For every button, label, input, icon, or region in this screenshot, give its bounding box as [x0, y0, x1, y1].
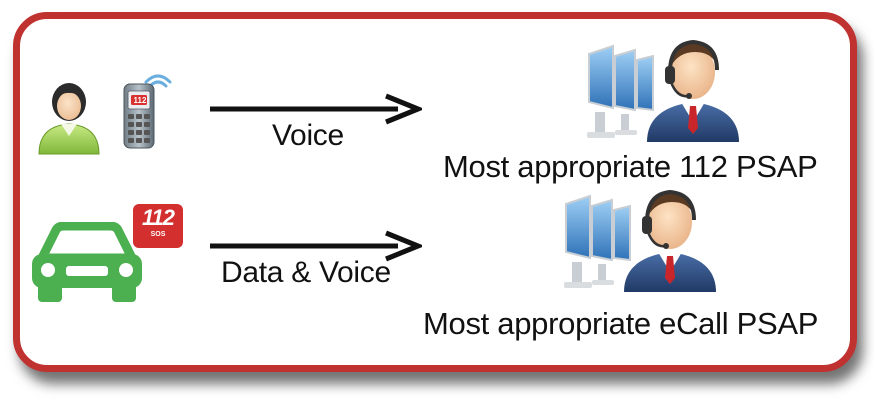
- emergency-112-badge-icon: [133, 204, 183, 248]
- psap-operator-icon-ecall: [564, 189, 716, 292]
- psap-operator-icon-112: [587, 39, 739, 142]
- data-voice-arrow: [210, 230, 422, 262]
- phone-screen-text: 112: [133, 96, 147, 105]
- voice-label: Voice: [272, 119, 344, 152]
- psap-ecall-label: Most appropriate eCall PSAP: [423, 306, 819, 341]
- badge-sos-text: SOS: [150, 231, 166, 238]
- car-icon: [32, 222, 142, 302]
- data-voice-label: Data & Voice: [221, 256, 391, 289]
- voice-arrow: [210, 93, 422, 125]
- mobile-phone-icon: [123, 74, 172, 149]
- person-icon: [38, 83, 100, 155]
- diagram-frame: [13, 12, 857, 372]
- psap-112-label: Most appropriate 112 PSAP: [443, 149, 818, 184]
- badge-112-text: 112: [141, 205, 175, 230]
